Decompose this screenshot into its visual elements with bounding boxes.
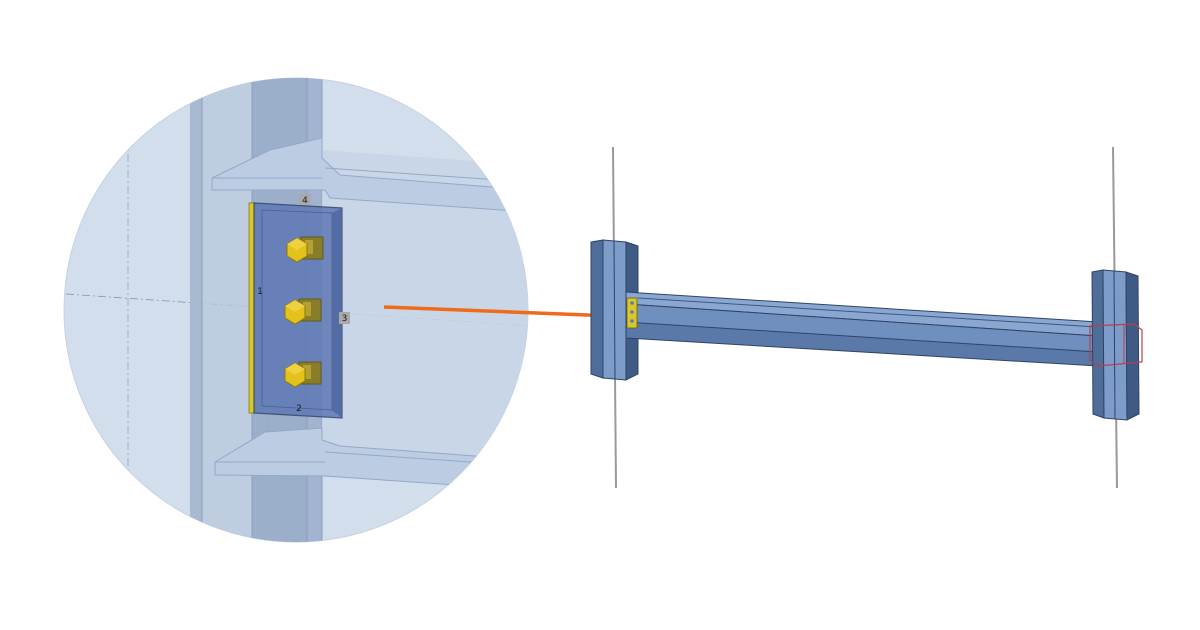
- svg-text:2: 2: [296, 404, 302, 414]
- plate-edge-label-4: 4: [299, 194, 311, 206]
- svg-text:4: 4: [302, 196, 308, 206]
- overview-model: [590, 146, 1143, 489]
- arrow-left-icon: [383, 304, 633, 330]
- beam: [625, 291, 1099, 367]
- plate-edge-label-3: 3: [339, 312, 350, 324]
- plate-edge-label-1: 1: [257, 287, 263, 297]
- svg-text:3: 3: [342, 314, 348, 324]
- bolt-marker: [630, 301, 634, 305]
- right-column: [1091, 269, 1140, 421]
- selection-box: [1089, 323, 1143, 367]
- bolt-marker: [630, 319, 634, 323]
- zoom-detail-view: 4 1 3 2: [63, 77, 529, 543]
- bolt-marker: [630, 310, 634, 314]
- plate-edge-label-2: 2: [296, 404, 302, 414]
- svg-text:1: 1: [257, 287, 263, 297]
- hex-bolt-icon: [284, 298, 322, 325]
- hex-bolt-icon: [286, 236, 324, 263]
- hex-bolt-icon: [284, 361, 322, 388]
